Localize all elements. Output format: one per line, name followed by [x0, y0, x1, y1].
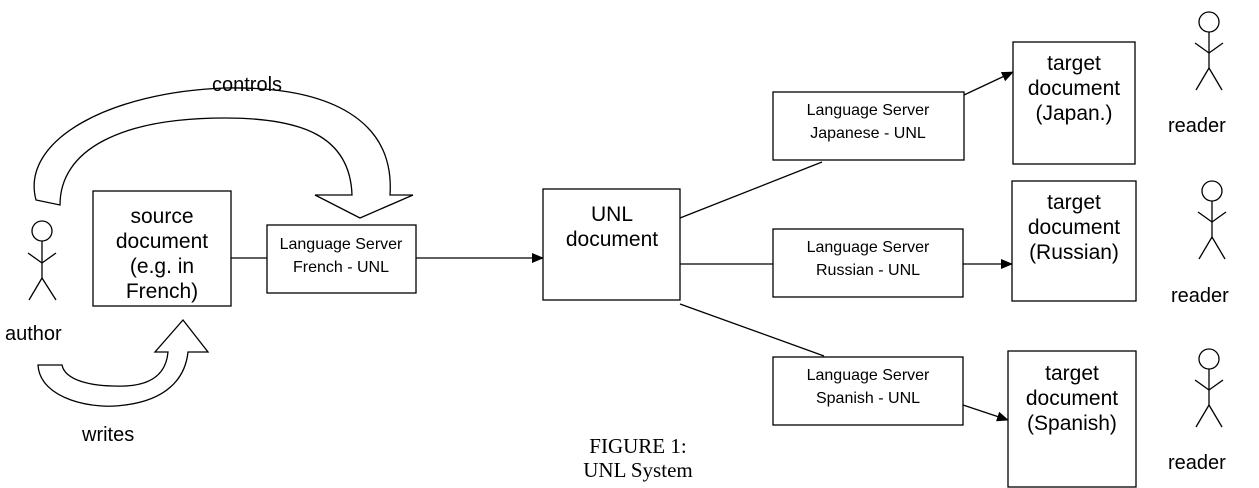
source-document-box — [92, 190, 232, 307]
target-document-russian-box — [1011, 180, 1137, 302]
writes-label: writes — [81, 424, 134, 446]
japanese-to-target-arrow — [963, 71, 1014, 96]
author-label: author — [5, 323, 62, 345]
figure-caption-line-2: UNL System — [583, 458, 692, 482]
reader-stick-figure-icon — [1194, 11, 1224, 91]
target-spanish-line-1: target — [1045, 362, 1099, 385]
target-russian-line-3: (Russian) — [1029, 241, 1119, 264]
language-server-spanish-line-2: Spanish - UNL — [816, 390, 920, 407]
reader-label: reader — [1168, 115, 1226, 137]
target-japan-line-3: (Japan.) — [1035, 102, 1112, 125]
source-document-line-3: (e.g. in — [130, 255, 194, 278]
unl-document-line-2: document — [566, 228, 658, 251]
language-server-spanish-box — [772, 356, 964, 426]
language-server-french-line-1: Language Server — [280, 236, 403, 253]
source-document-line-2: document — [116, 230, 208, 253]
target-spanish-line-3: (Spanish) — [1027, 412, 1117, 435]
source-document-line-1: source — [130, 205, 193, 228]
reader-stick-figure-icon — [1194, 348, 1224, 428]
target-document-japan-box — [1012, 41, 1136, 165]
language-server-russian-box — [772, 228, 964, 298]
writes-curved-arrow — [37, 318, 210, 407]
controls-label: controls — [212, 74, 282, 96]
language-server-french-box — [266, 224, 417, 294]
unl-document-line-1: UNL — [591, 203, 633, 226]
figure-caption-line-1: FIGURE 1: — [589, 434, 686, 458]
controls-curved-arrow — [33, 87, 414, 219]
source-document-line-4: French) — [126, 280, 198, 303]
unl-to-spanish-connector — [679, 303, 825, 357]
target-spanish-line-2: document — [1026, 387, 1118, 410]
reader-stick-figure-icon — [1197, 180, 1227, 260]
language-server-japanese-box — [772, 91, 965, 161]
language-server-japanese-line-2: Japanese - UNL — [810, 125, 926, 142]
author-stick-figure-icon — [27, 220, 57, 301]
target-russian-line-1: target — [1047, 191, 1101, 214]
target-japan-line-2: document — [1028, 77, 1120, 100]
spanish-to-target-arrow — [962, 404, 1009, 422]
reader-label: reader — [1168, 452, 1226, 474]
language-server-japanese-line-1: Language Server — [807, 102, 930, 119]
language-server-french-line-2: French - UNL — [293, 259, 389, 276]
target-document-spanish-box — [1007, 350, 1137, 488]
target-japan-line-1: target — [1047, 52, 1101, 75]
language-server-russian-line-1: Language Server — [807, 239, 930, 256]
reader-label: reader — [1171, 285, 1229, 307]
language-server-spanish-line-1: Language Server — [807, 367, 930, 384]
language-server-russian-line-2: Russian - UNL — [816, 262, 920, 279]
unl-to-japanese-connector — [679, 161, 823, 219]
target-russian-line-2: document — [1028, 216, 1120, 239]
unl-document-box — [542, 188, 681, 301]
